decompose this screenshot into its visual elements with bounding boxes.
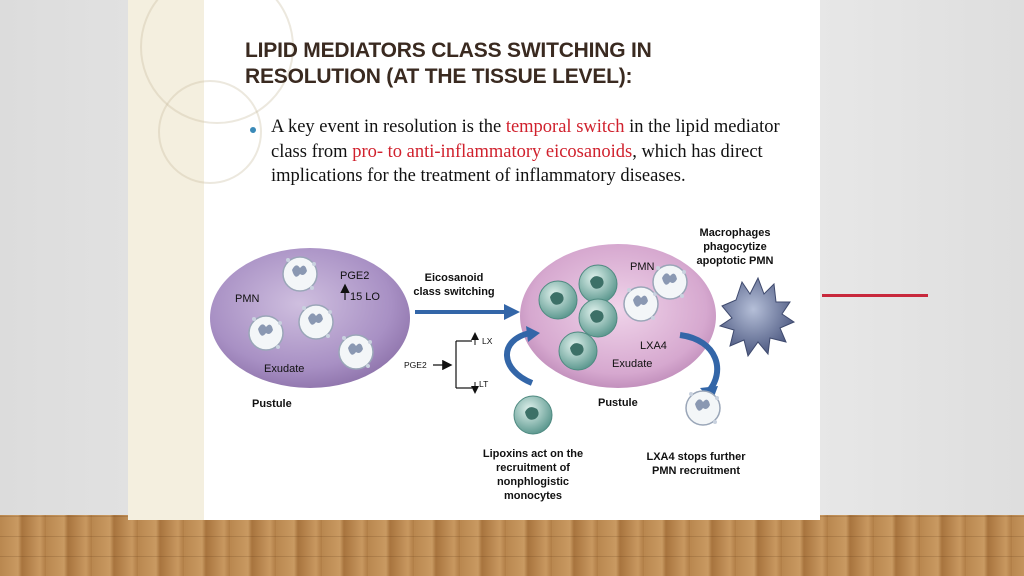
stop-arrow-icon: [679, 332, 721, 395]
lipoxins-label-2: recruitment of: [496, 462, 570, 474]
right-exudate-label: Exudate: [612, 358, 652, 370]
lipoxins-label-3: nonphlogistic: [497, 476, 569, 488]
recruit-arrowhead-icon: [526, 326, 540, 342]
bullet-part-1: A key event in resolution is the: [271, 117, 506, 137]
apoptotic-pmn-cell: [685, 390, 721, 426]
pathway-pge2-label: PGE2: [404, 360, 427, 370]
accent-line: [822, 294, 928, 297]
bullet-part-3: , which has direct implications for the …: [271, 141, 763, 187]
decorative-sidebar: [128, 0, 294, 520]
right-pustule-label: Pustule: [598, 397, 638, 409]
slide-title: LIPID MEDIATORS CLASS SWITCHING IN RESOL…: [245, 38, 652, 90]
pathway-lx-label: LX: [482, 336, 493, 346]
right-pustule: PMN LXA4 Exudate Pustule: [520, 244, 716, 409]
pathway-lt-label: LT: [479, 379, 488, 389]
lxa4-stop-label-2: PMN recruitment: [652, 465, 740, 477]
macrophage-label-2: phagocytize: [703, 241, 767, 253]
right-lxa4-label: LXA4: [640, 340, 667, 352]
switch-label-2: class switching: [413, 286, 494, 298]
pge2-pathway: PGE2 LX LT: [404, 332, 493, 394]
left-pge2-label: PGE2: [340, 270, 369, 282]
decorative-circle: [158, 80, 262, 184]
recruit-arrow-icon: [504, 330, 534, 386]
wooden-floor: [0, 515, 1024, 576]
bullet-part-2: in the lipid mediator class from: [271, 117, 780, 162]
bullet-text: A key event in resolution is the tempora…: [271, 115, 801, 189]
lipoxins-label-1: Lipoxins act on the: [483, 448, 583, 460]
left-15lo-label: 15 LO: [350, 291, 380, 303]
monocyte-cell: [513, 395, 553, 435]
switch-label-1: Eicosanoid: [425, 272, 484, 284]
left-exudate-label: Exudate: [264, 363, 304, 375]
slide-panel: LIPID MEDIATORS CLASS SWITCHING IN RESOL…: [128, 0, 820, 520]
title-line-2: RESOLUTION (AT THE TISSUE LEVEL):: [245, 65, 633, 88]
left-pmn-label: PMN: [235, 293, 260, 305]
lipoxins-label-4: monocytes: [504, 490, 562, 502]
bullet-icon: [250, 127, 256, 133]
macrophage-label-3: apoptotic PMN: [697, 255, 774, 267]
resolution-diagram: PMN PGE2 15 LO Exudate Pustule Eicosanoi…: [210, 227, 796, 502]
switch-arrow-icon: [504, 304, 520, 320]
lxa4-stop-label-1: LXA4 stops further: [646, 451, 746, 463]
left-pustule-label: Pustule: [252, 398, 292, 410]
class-switching: Eicosanoid class switching: [413, 272, 520, 320]
macrophage-cell: [718, 276, 796, 358]
right-pmn-label: PMN: [630, 261, 655, 273]
bullet-highlight-2: pro- to anti-inflammatory eicosanoids: [352, 141, 633, 162]
title-line-1: LIPID MEDIATORS CLASS SWITCHING IN: [245, 39, 652, 62]
left-pustule: PMN PGE2 15 LO Exudate Pustule: [210, 248, 410, 410]
macrophage-label-1: Macrophages: [700, 227, 771, 239]
bullet-highlight-1: temporal switch: [505, 117, 625, 137]
